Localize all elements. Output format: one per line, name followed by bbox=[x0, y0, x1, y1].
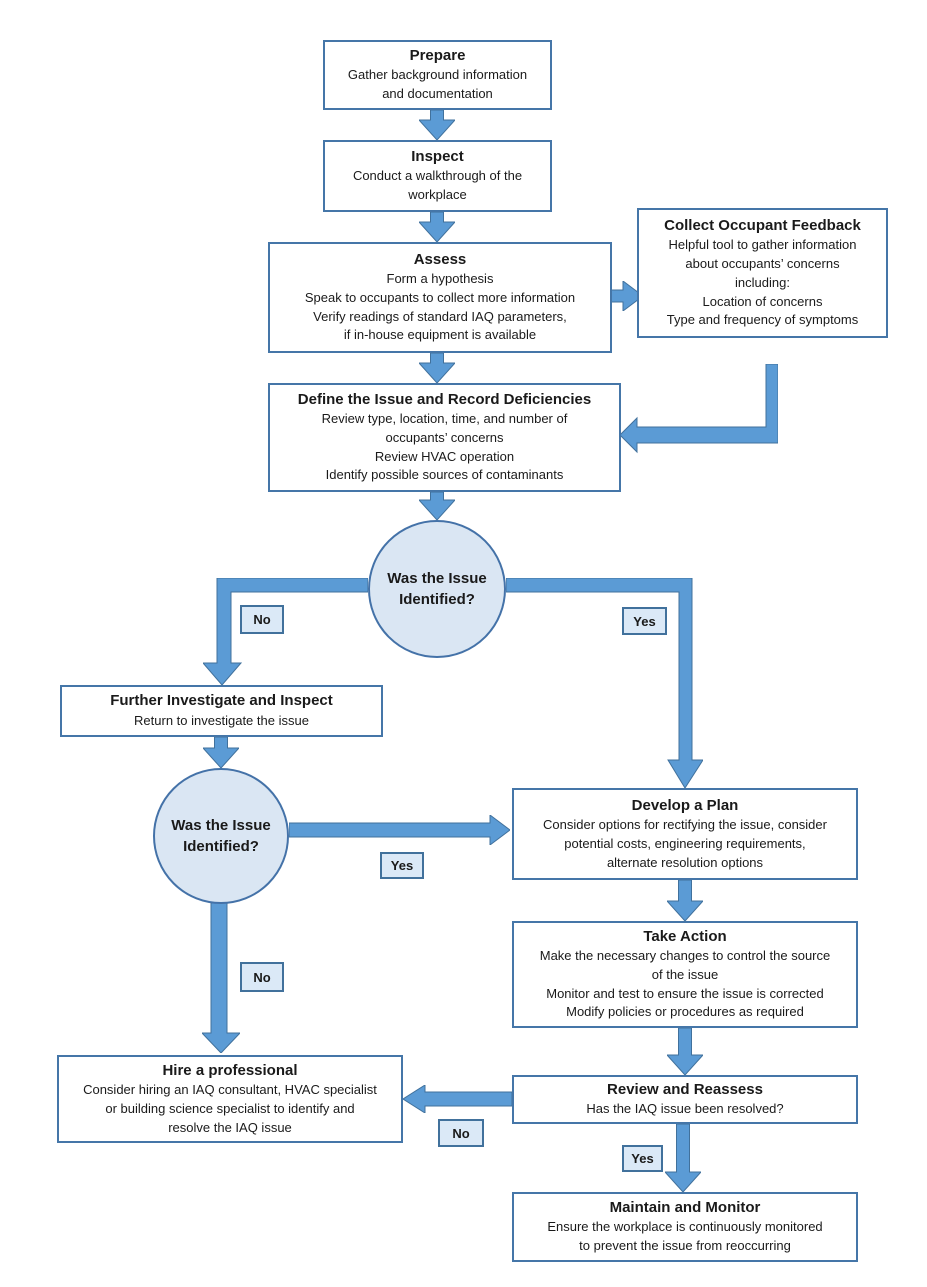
node-body: Make the necessary changes to control th… bbox=[539, 947, 831, 1020]
node-title: Further Investigate and Inspect bbox=[110, 692, 333, 710]
arrow-decision1-yes-branch bbox=[506, 578, 703, 788]
arrow-inspect-to-assess bbox=[419, 212, 455, 242]
node-hire-professional: Hire a professional Consider hiring an I… bbox=[57, 1055, 403, 1143]
node-title: Develop a Plan bbox=[631, 796, 739, 814]
node-title: Collect Occupant Feedback bbox=[664, 216, 861, 234]
node-title: Inspect bbox=[411, 148, 464, 166]
arrow-take-action-to-review bbox=[667, 1028, 703, 1075]
arrow-decision2-yes-to-develop bbox=[289, 815, 510, 845]
node-body: Gather background information and docume… bbox=[347, 67, 528, 102]
label-review-yes: Yes bbox=[622, 1145, 663, 1172]
arrow-decision2-no-to-hire bbox=[202, 903, 240, 1053]
label-decision2-yes: Yes bbox=[380, 852, 424, 879]
decision-was-issue-identified-1: Was the Issue Identified? bbox=[368, 520, 506, 658]
node-body: Review type, location, time, and number … bbox=[321, 410, 568, 483]
label-decision1-no: No bbox=[240, 605, 284, 634]
arrow-define-to-decision1 bbox=[419, 492, 455, 520]
node-title: Take Action bbox=[643, 927, 727, 945]
node-body: Ensure the workplace is continuously mon… bbox=[547, 1219, 823, 1254]
node-take-action: Take Action Make the necessary changes t… bbox=[512, 921, 858, 1028]
node-body: Helpful tool to gather information about… bbox=[666, 237, 859, 328]
node-further-investigate: Further Investigate and Inspect Return t… bbox=[60, 685, 383, 737]
node-body: Has the IAQ issue been resolved? bbox=[586, 1101, 784, 1117]
node-title: Assess bbox=[413, 250, 467, 268]
node-body: Conduct a walkthrough of the workplace bbox=[352, 168, 523, 203]
arrow-decision1-no-branch bbox=[203, 578, 368, 685]
arrow-collect-feedback-to-define bbox=[620, 364, 778, 454]
node-inspect: Inspect Conduct a walkthrough of the wor… bbox=[323, 140, 552, 212]
node-develop-plan: Develop a Plan Consider options for rect… bbox=[512, 788, 858, 880]
node-body: Form a hypothesis Speak to occupants to … bbox=[304, 270, 576, 343]
decision-text: Was the Issue Identified? bbox=[387, 570, 487, 608]
arrow-review-yes-to-maintain bbox=[665, 1124, 701, 1192]
node-prepare: Prepare Gather background information an… bbox=[323, 40, 552, 110]
node-title: Prepare bbox=[409, 47, 466, 65]
node-title: Review and Reassess bbox=[607, 1080, 763, 1098]
node-body: Return to investigate the issue bbox=[134, 712, 309, 728]
label-review-no: No bbox=[438, 1119, 484, 1147]
node-collect-feedback: Collect Occupant Feedback Helpful tool t… bbox=[637, 208, 888, 338]
node-assess: Assess Form a hypothesis Speak to occupa… bbox=[268, 242, 612, 353]
arrow-review-no-to-hire bbox=[403, 1085, 512, 1113]
node-body: Consider options for rectifying the issu… bbox=[543, 816, 827, 870]
node-maintain-monitor: Maintain and Monitor Ensure the workplac… bbox=[512, 1192, 858, 1262]
node-title: Hire a professional bbox=[162, 1061, 298, 1079]
node-body: Consider hiring an IAQ consultant, HVAC … bbox=[83, 1081, 377, 1135]
arrow-prepare-to-inspect bbox=[419, 110, 455, 140]
node-title: Define the Issue and Record Deficiencies bbox=[297, 390, 592, 408]
arrow-assess-to-define bbox=[419, 353, 455, 383]
node-title: Maintain and Monitor bbox=[609, 1199, 761, 1217]
decision-text: Was the Issue Identified? bbox=[171, 817, 271, 855]
node-define-issue: Define the Issue and Record Deficiencies… bbox=[268, 383, 621, 492]
decision-was-issue-identified-2: Was the Issue Identified? bbox=[153, 768, 289, 904]
node-review-reassess: Review and Reassess Has the IAQ issue be… bbox=[512, 1075, 858, 1124]
arrow-develop-to-take-action bbox=[667, 880, 703, 921]
label-decision2-no: No bbox=[240, 962, 284, 992]
arrow-further-to-decision2 bbox=[203, 737, 239, 768]
label-decision1-yes: Yes bbox=[622, 607, 667, 635]
